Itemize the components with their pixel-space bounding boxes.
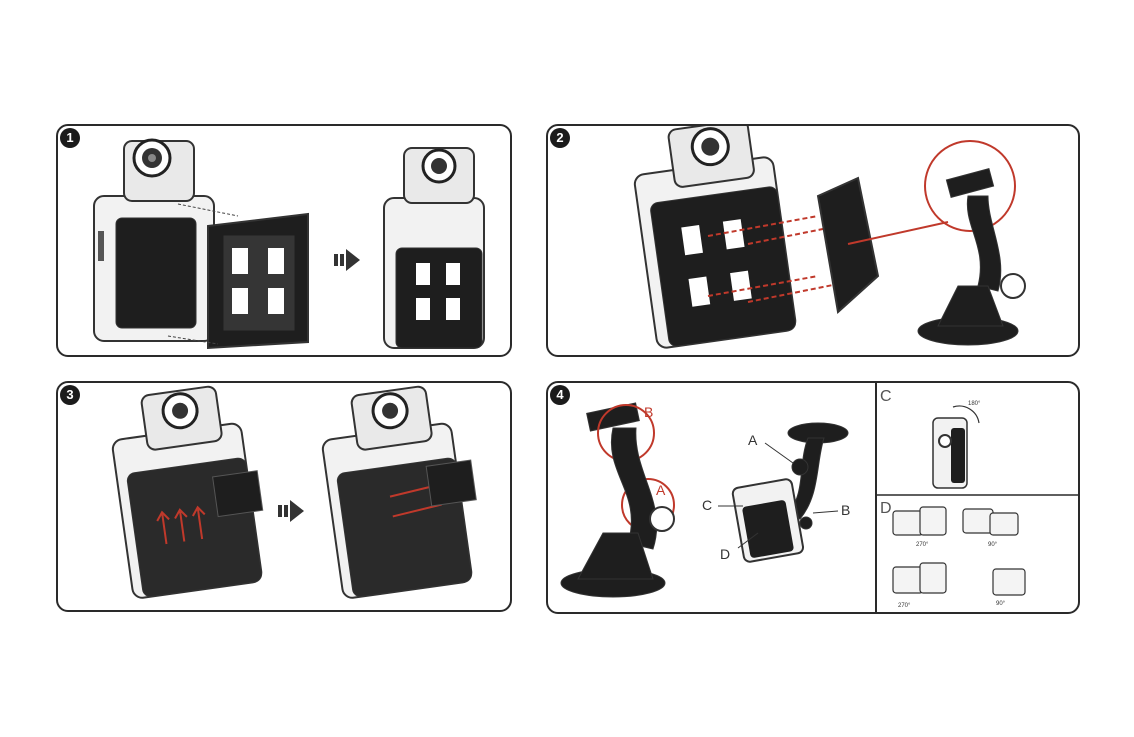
camera-body — [94, 140, 214, 341]
rotation-d2: 90° — [988, 542, 998, 548]
rotation-d1: 270° — [916, 542, 929, 548]
inset-d-label: D — [880, 500, 892, 517]
step-2-illustration — [548, 126, 1078, 355]
suction-mount — [918, 141, 1025, 345]
callout-d-mid: D — [720, 546, 730, 562]
callout-c-mid: C — [702, 497, 712, 513]
callout-b-top: B — [644, 404, 653, 420]
camera-attach-after — [316, 383, 487, 599]
arrow-right-icon — [278, 500, 304, 522]
step-3-illustration — [58, 383, 510, 610]
arrow-right-icon — [334, 249, 360, 271]
step-3-panel: 3 — [56, 381, 512, 612]
step-2-panel: 2 — [546, 124, 1080, 357]
camera-back — [628, 126, 797, 349]
mount-bracket — [818, 178, 878, 312]
rotation-d3: 270° — [898, 603, 911, 609]
camera-assembled — [384, 148, 484, 348]
step-4-panel: 4 B A A — [546, 381, 1080, 614]
rotation-c: 180° — [968, 401, 981, 407]
callout-a-top: A — [656, 482, 666, 498]
suction-mount-large — [561, 403, 674, 597]
rotation-d4: 90° — [996, 601, 1006, 607]
inset-d-screen-rotations — [893, 507, 1025, 595]
step-4-illustration: B A A B C D C 180° D — [548, 383, 1078, 612]
mount-plate — [208, 214, 308, 348]
step-1-panel: 1 — [56, 124, 512, 357]
callout-b-mid: B — [841, 502, 850, 518]
inset-c-camera-rotate — [933, 406, 979, 488]
inset-c-label: C — [880, 388, 892, 405]
camera-attach-before — [106, 383, 272, 599]
step-1-illustration — [58, 126, 510, 355]
callout-a-mid: A — [748, 432, 758, 448]
